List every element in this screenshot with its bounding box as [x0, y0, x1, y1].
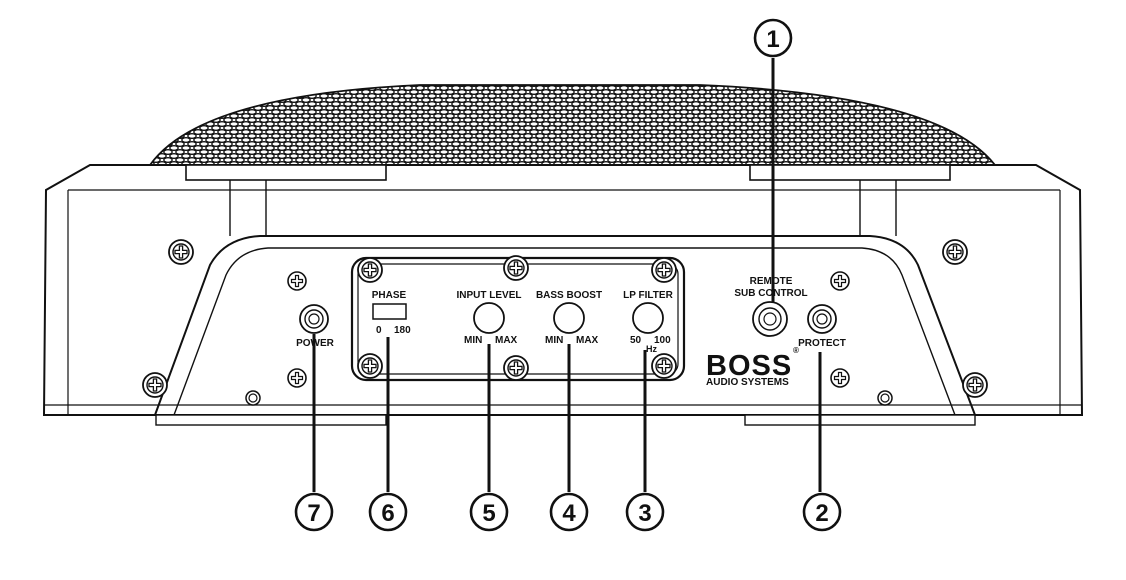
panel-screw-icon	[357, 353, 383, 379]
svg-text:1: 1	[766, 26, 779, 53]
bass-boost-knob[interactable]	[553, 302, 585, 334]
panel-screw-icon	[503, 255, 529, 281]
brand-logo: BOSS	[706, 350, 792, 382]
panel-screw-icon	[503, 355, 529, 381]
remote-label-line1: REMOTE	[750, 276, 793, 287]
lp-filter-label: LP FILTER	[623, 290, 673, 301]
vent-ring-icon	[877, 390, 893, 406]
callout-7: 7	[294, 492, 334, 532]
power-screw-icon	[287, 271, 307, 291]
housing-screw-icon	[168, 239, 194, 265]
power-screw-icon	[287, 368, 307, 388]
callout-4: 4	[549, 492, 589, 532]
callout-5: 5	[469, 492, 509, 532]
svg-text:7: 7	[307, 500, 320, 527]
lp-filter-knob[interactable]	[632, 302, 664, 334]
bass-max-label: MAX	[576, 335, 599, 346]
phase-label: PHASE	[372, 290, 407, 301]
input-min-label: MIN	[464, 335, 482, 346]
protect-screw-icon	[830, 368, 850, 388]
svg-text:2: 2	[815, 500, 828, 527]
lp-50-label: 50	[630, 335, 642, 346]
panel-screw-icon	[357, 257, 383, 283]
remote-sub-control-jack[interactable]	[752, 301, 788, 337]
perforated-grille	[148, 84, 997, 166]
svg-text:5: 5	[482, 500, 495, 527]
panel-screw-icon	[651, 353, 677, 379]
housing-screw-icon	[942, 239, 968, 265]
housing-screw-icon	[962, 372, 988, 398]
vent-ring-icon	[245, 390, 261, 406]
phase-0-label: 0	[376, 325, 382, 336]
brand-subtitle: AUDIO SYSTEMS	[706, 377, 789, 388]
callout-6: 6	[368, 492, 408, 532]
panel-screw-icon	[651, 257, 677, 283]
protect-led-icon	[807, 304, 837, 334]
callout-2: 2	[802, 492, 842, 532]
callout-3: 3	[625, 492, 665, 532]
phase-180-label: 180	[394, 325, 411, 336]
callout-leaders	[312, 58, 822, 492]
input-level-label: INPUT LEVEL	[456, 290, 521, 301]
protect-label: PROTECT	[798, 338, 846, 349]
power-led-icon	[299, 304, 329, 334]
housing-screw-icon	[142, 372, 168, 398]
svg-text:4: 4	[562, 500, 576, 527]
svg-text:6: 6	[381, 500, 394, 527]
bass-min-label: MIN	[545, 335, 563, 346]
phase-switch[interactable]	[372, 303, 407, 320]
svg-text:3: 3	[638, 500, 651, 527]
remote-label-line2: SUB CONTROL	[734, 288, 807, 299]
brand-registered-mark: ®	[793, 346, 799, 355]
callout-1: 1	[753, 18, 793, 58]
input-level-knob[interactable]	[473, 302, 505, 334]
lp-100-label: 100	[654, 335, 671, 346]
lp-hz-label: Hz	[646, 344, 657, 354]
bass-boost-label: BASS BOOST	[536, 290, 602, 301]
input-max-label: MAX	[495, 335, 518, 346]
protect-screw-icon	[830, 271, 850, 291]
